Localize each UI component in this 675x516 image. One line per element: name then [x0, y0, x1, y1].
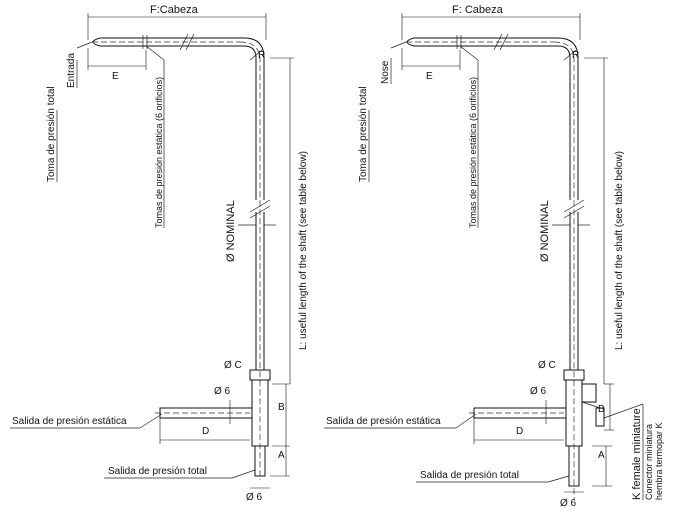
right-nose-label: Nose: [380, 60, 391, 84]
left-total-outlet-label: Salida de presión total: [108, 466, 207, 477]
right-total-outlet-label: Salida de presión total: [420, 470, 519, 481]
left-phi-6-bottom: Ø 6: [246, 492, 263, 503]
left-a-label: A: [278, 450, 285, 461]
left-phi-c: Ø C: [224, 360, 242, 371]
right-shaft-break-2: [563, 205, 585, 219]
left-useful-length: L: useful length of the shaft (see table…: [298, 151, 309, 350]
right-nose-leader: [390, 41, 407, 49]
left-e-label: E: [112, 71, 119, 82]
left-total-outlet-tube: [254, 445, 266, 477]
right-total-outlet-tube: [568, 445, 580, 487]
left-radius-label: R: [258, 50, 265, 61]
left-probe-outer-bottom: [100, 45, 257, 200]
right-total-outlet-leader: [547, 475, 570, 483]
right-static-outlet-label: Salida de presión estática: [326, 416, 441, 427]
left-head-break-1: [179, 33, 189, 51]
left-static-holes-leader: [145, 45, 165, 61]
left-b-label: B: [278, 402, 285, 413]
left-phi-6-top: Ø 6: [214, 386, 231, 397]
left-d-label: D: [202, 426, 209, 437]
left-shaft-break-1: [249, 199, 271, 213]
left-static-holes-label: Tomas de presión estática (6 orificios): [154, 77, 164, 228]
right-probe-outer-bottom: [414, 45, 571, 200]
right-b-label: B: [598, 404, 605, 415]
left-head-break-2: [185, 33, 195, 51]
left-nominal-diameter: Ø NOMINAL: [225, 200, 237, 262]
left-inlet-label: Entrada: [66, 53, 77, 88]
right-probe-outer-top: [414, 37, 579, 200]
right-static-holes-label: Tomas de presión estática (6 orificios): [468, 77, 478, 228]
left-drawing: F:Cabeza R E Toma de presión total Entra…: [10, 4, 309, 503]
right-useful-length: L: useful length of the shaft (see table…: [614, 151, 625, 350]
right-d-label: D: [516, 426, 523, 437]
right-head-break-1: [493, 33, 503, 51]
right-radius-label: R: [572, 50, 579, 61]
right-phi-c: Ø C: [538, 360, 556, 371]
left-probe-outer-top: [100, 37, 265, 200]
left-inlet-leader: [76, 41, 93, 49]
right-static-outlet-leader: [455, 413, 477, 429]
right-nominal-diameter: Ø NOMINAL: [539, 200, 551, 262]
right-head-label: F: Cabeza: [452, 4, 504, 16]
right-a-label: A: [598, 450, 605, 461]
left-total-pressure-tap: Toma de presión total: [46, 86, 57, 182]
right-phi-6-bottom: Ø 6: [560, 498, 577, 509]
right-connector-es: Conector miniatura: [644, 424, 654, 500]
right-radius-leader: [563, 49, 577, 61]
left-radius-leader: [249, 49, 263, 61]
left-shaft-break-2: [249, 205, 271, 219]
right-static-holes-leader: [459, 45, 479, 61]
left-static-outlet-label: Salida de presión estática: [12, 416, 127, 427]
right-shaft-break-1: [563, 199, 585, 213]
left-shaft-centerline: [239, 41, 261, 480]
right-connector-label: K female miniature: [631, 408, 643, 500]
right-connector-link: [581, 401, 601, 409]
right-shaft-centerline: [553, 41, 575, 500]
right-head-break-2: [499, 33, 509, 51]
right-e-label: E: [426, 71, 433, 82]
right-connector-sub: hembra termopar K: [654, 422, 664, 500]
right-phi-6-top: Ø 6: [530, 386, 547, 397]
right-drawing: F: Cabeza R E Toma de presión total Nose…: [324, 4, 664, 509]
left-head-label: F:Cabeza: [150, 4, 199, 16]
right-connector-body: [581, 383, 597, 403]
right-connector-leader: [603, 403, 644, 419]
right-total-pressure-tap: Toma de presión total: [358, 86, 369, 182]
left-static-outlet-leader: [139, 413, 163, 429]
left-total-outlet-leader: [231, 469, 256, 479]
